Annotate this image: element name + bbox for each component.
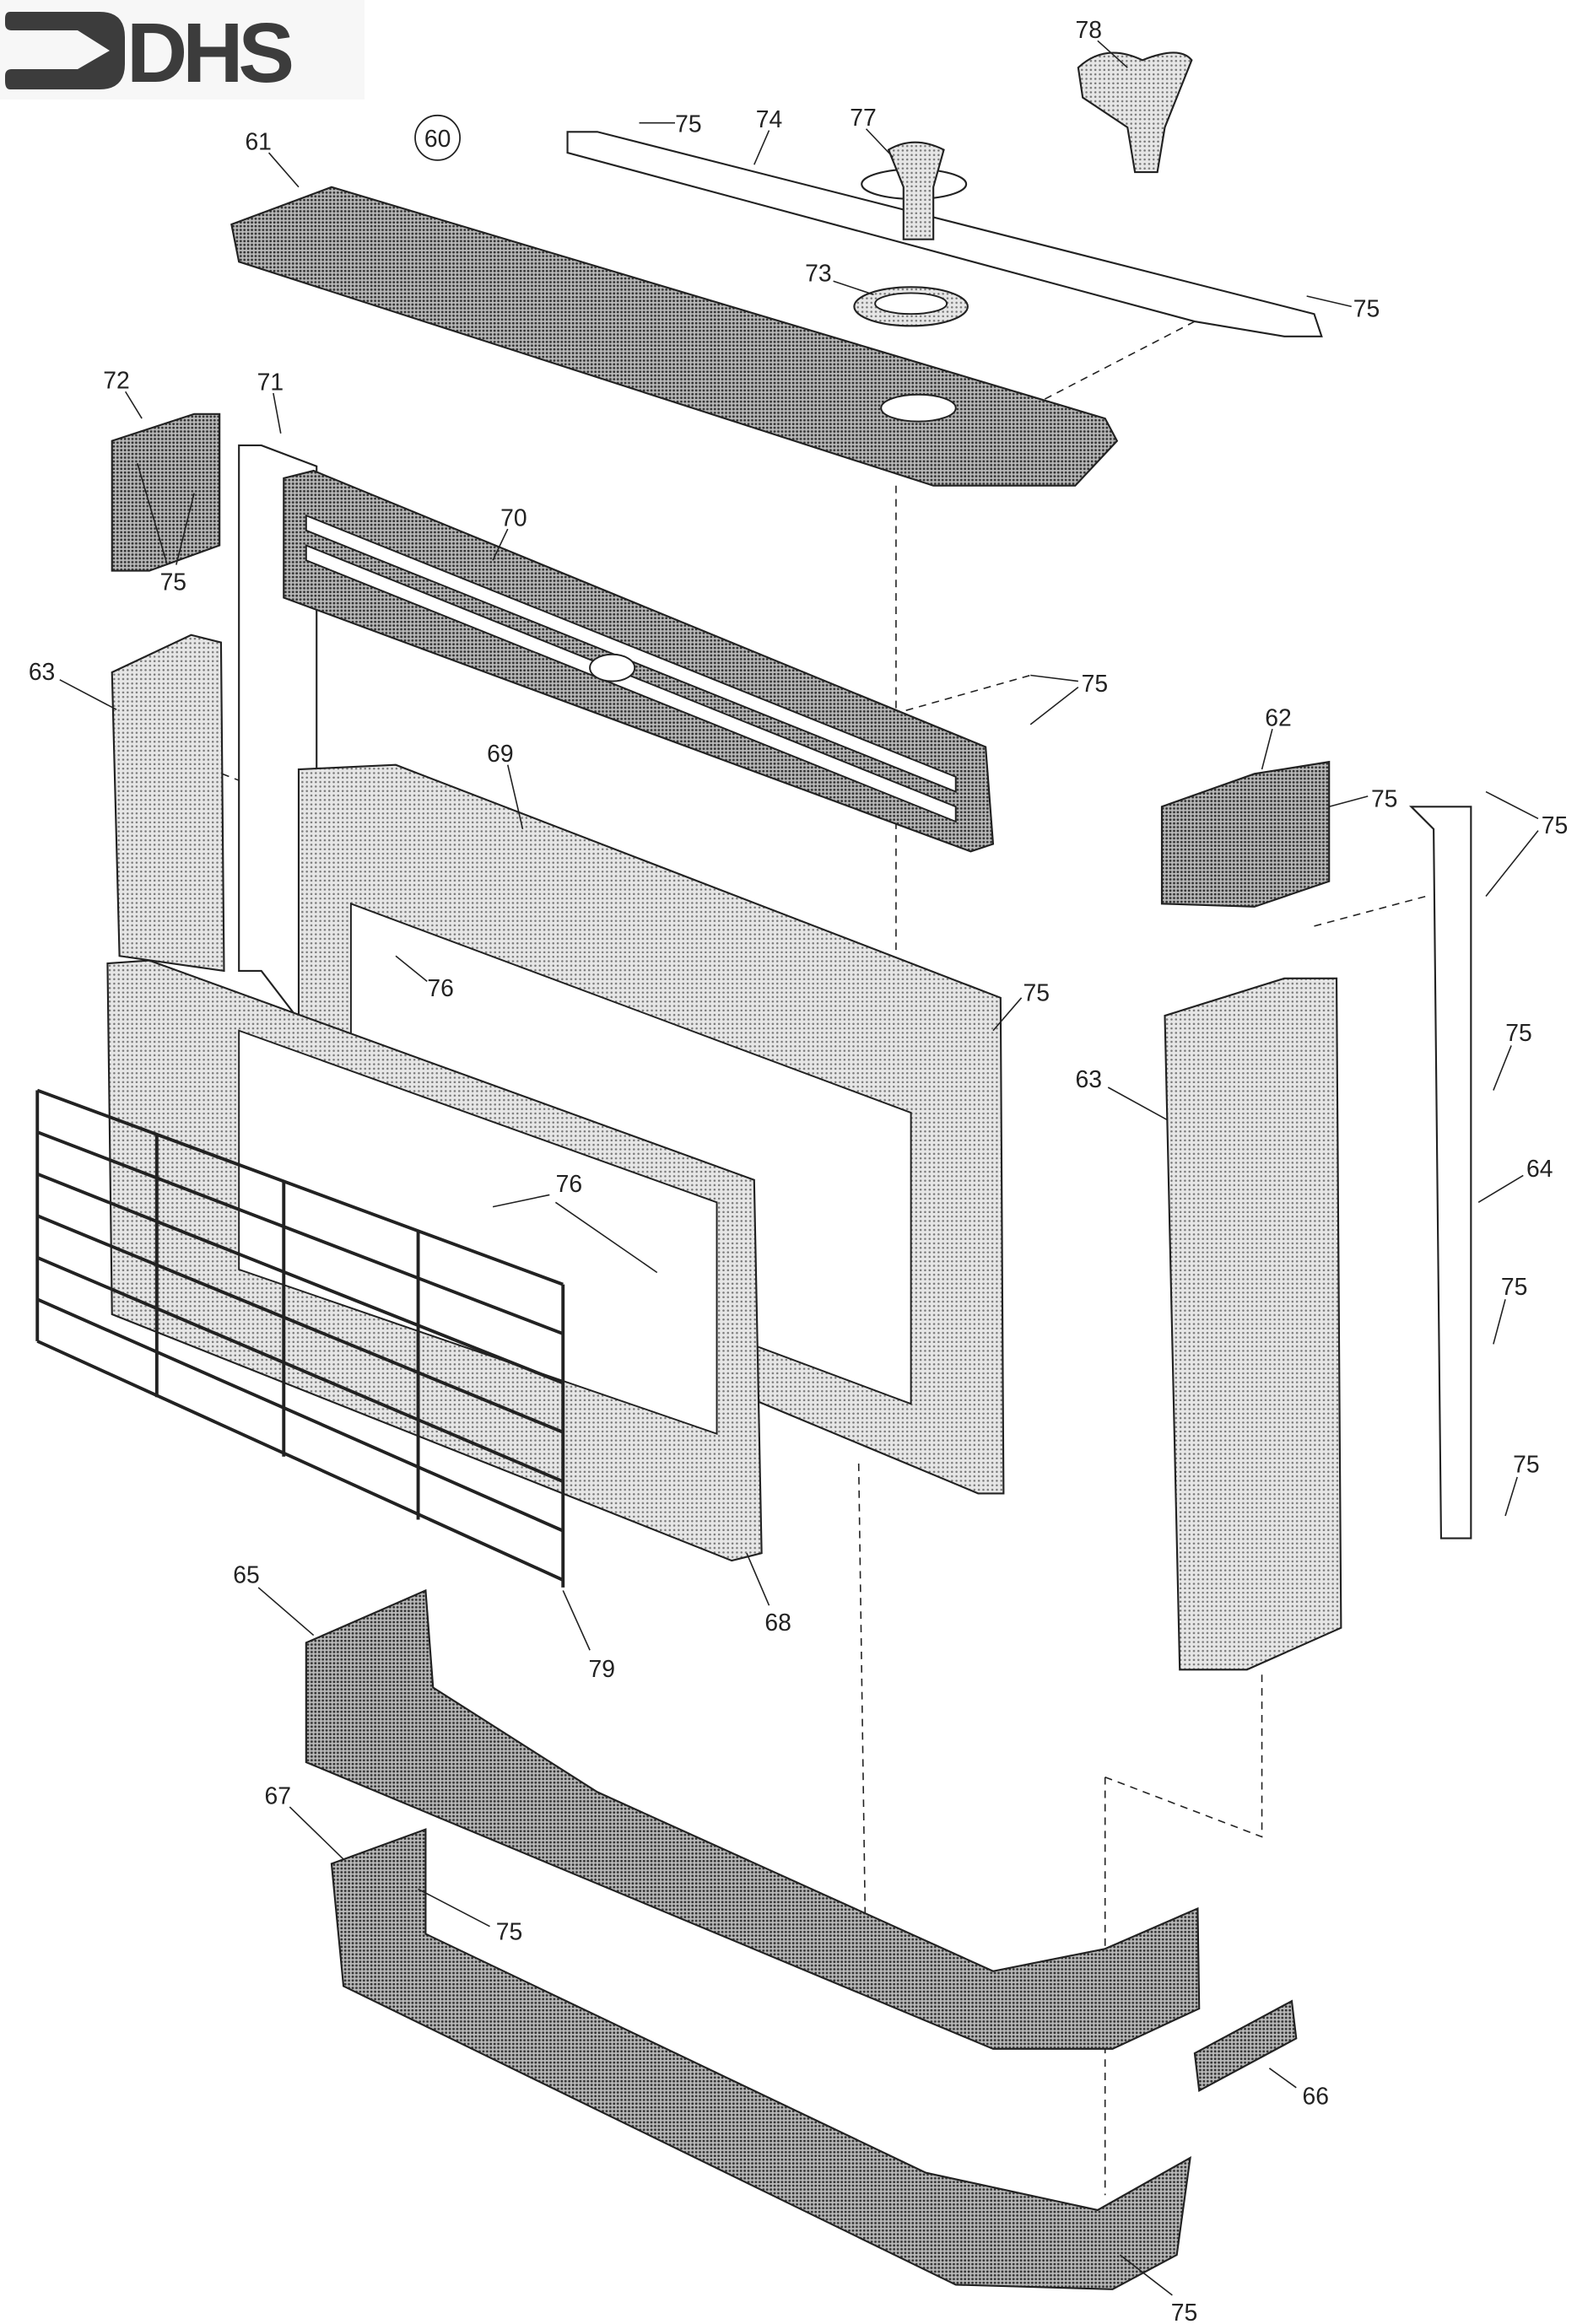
label-76: 76: [556, 1170, 582, 1197]
label-75: 75: [675, 110, 701, 137]
label-71: 71: [257, 368, 284, 395]
dhs-logo: DHS: [0, 0, 365, 100]
label-75: 75: [1082, 670, 1108, 697]
label-79: 79: [589, 1655, 615, 1682]
part-64-strip: [1408, 806, 1472, 1539]
part-77-knob: [861, 141, 968, 240]
label-75: 75: [1171, 2299, 1197, 2324]
part-72-bracket: [111, 412, 221, 572]
label-65: 65: [233, 1561, 259, 1588]
label-67: 67: [264, 1782, 290, 1809]
label-64: 64: [1526, 1155, 1553, 1182]
part-73-ring: [853, 286, 969, 327]
part-68-frame: [106, 959, 763, 1562]
guard-wire: [36, 1172, 564, 1385]
leader-lines: [59, 40, 1539, 2296]
part-65-lower-rail: [305, 1588, 1201, 2050]
part-62-bracket: [1160, 760, 1331, 908]
label-76: 76: [427, 974, 453, 1001]
part-70-grille: [283, 469, 995, 853]
logo-text: DHS: [127, 6, 294, 100]
part-63-left-side: [111, 634, 225, 973]
part-78-knob: [1077, 51, 1193, 174]
label-78: 78: [1076, 16, 1102, 43]
guard-wire: [36, 1088, 564, 1286]
label-75: 75: [1505, 1019, 1531, 1046]
part-79-guard: [35, 1088, 565, 1588]
label-68: 68: [764, 1609, 791, 1636]
guard-wire: [36, 1214, 564, 1434]
guard-wire: [36, 1297, 564, 1533]
assembly-circle: [414, 114, 462, 161]
label-72: 72: [103, 367, 129, 394]
label-62: 62: [1265, 704, 1291, 731]
label-75: 75: [1371, 785, 1397, 812]
label-77: 77: [850, 104, 876, 131]
label-75: 75: [1513, 1451, 1539, 1478]
label-63: 63: [29, 658, 55, 685]
guard-wire: [36, 1130, 564, 1335]
label-75: 75: [1542, 812, 1568, 838]
part-labels: 61 75 74 77 78 73 75 72 71 75 70 63 75 6…: [29, 16, 1568, 2324]
label-74: 74: [756, 105, 782, 132]
label-70: 70: [500, 504, 527, 531]
part-74-bracket: [566, 131, 1323, 337]
assembly-number: 60: [424, 125, 451, 152]
label-66: 66: [1303, 2082, 1329, 2109]
label-75: 75: [1501, 1273, 1527, 1300]
part-66-badge: [1193, 1999, 1298, 2093]
part-63-right-side: [1164, 977, 1342, 1671]
label-75: 75: [496, 1918, 522, 1945]
label-75: 75: [160, 569, 186, 596]
label-69: 69: [487, 740, 513, 767]
label-61: 61: [245, 128, 271, 155]
label-75: 75: [1023, 979, 1050, 1006]
part-67-base-rail: [330, 1828, 1191, 2290]
arrow-logo-icon: [5, 12, 125, 89]
guard-wire: [36, 1255, 564, 1484]
label-73: 73: [805, 259, 831, 286]
label-63: 63: [1076, 1065, 1102, 1092]
label-75: 75: [1353, 295, 1380, 322]
guard-wire: [36, 1340, 564, 1582]
